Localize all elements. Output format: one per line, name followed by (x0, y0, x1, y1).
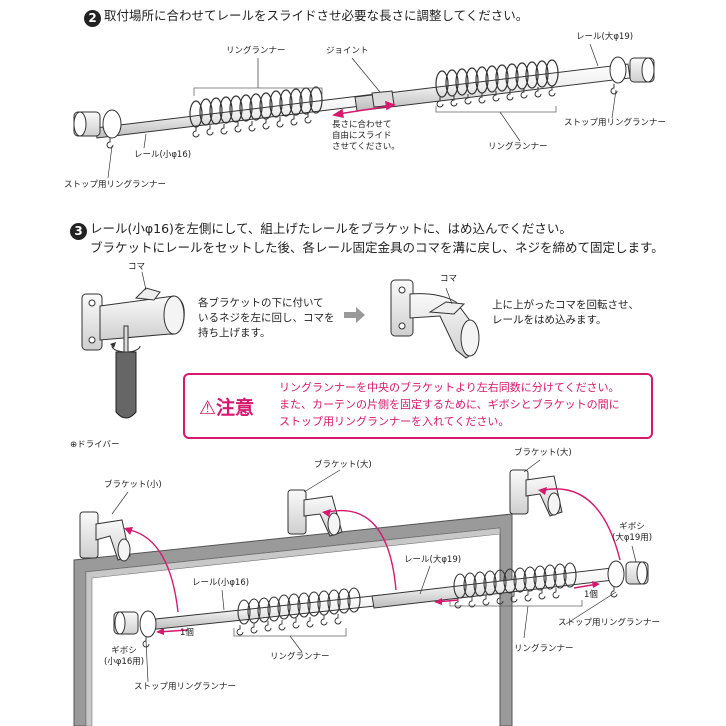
label-rail-small: レール(小φ16) (134, 150, 192, 160)
label-koma-1: コマ (128, 262, 146, 272)
bracket-desc-1: 各ブラケットの下に付いて いるネジを左に回し、コマを 持ち上げます。 (198, 297, 335, 339)
label-ring-runner-bottom: リングランナー (488, 142, 548, 152)
label-driver: ⊕ドライバー (70, 440, 120, 450)
label-install-rail-small: レール(小φ16) (192, 578, 250, 588)
label-koma-2: コマ (440, 274, 458, 284)
label-install-rail-large: レール(大φ19) (404, 555, 462, 565)
label-joint: ジョイント (326, 46, 369, 56)
step2-number: 2 (84, 10, 101, 27)
label-stop-ring-right: ストップ用リングランナー (564, 118, 667, 128)
label-giboshi-small: ギボシ (小φ16用) (104, 646, 145, 667)
label-rail-large: レール(大φ19) (576, 32, 634, 42)
label-giboshi-large: ギボシ (大φ19用) (612, 522, 653, 543)
step3-number: 3 (70, 223, 87, 240)
label-bracket-large-right: ブラケット(大) (514, 448, 572, 458)
label-install-ring-right: リングランナー (514, 644, 574, 654)
label-stop-ring-left: ストップ用リングランナー (64, 180, 167, 190)
label-bracket-large-mid: ブラケット(大) (314, 460, 372, 470)
step2-rail-assembly (73, 43, 655, 179)
installation-illustration (73, 459, 649, 726)
bracket-desc-2: 上に上がったコマを回転させ、 レールをはめ込みます。 (492, 299, 639, 326)
label-install-ring-left: リングランナー (270, 652, 330, 662)
step3-line1: レール(小φ16)を左側にして、組上げたレールをブラケットに、はめ込んでください… (90, 221, 572, 236)
label-bracket-small: ブラケット(小) (104, 480, 162, 490)
label-ring-runner-top: リングランナー (226, 46, 286, 56)
label-one-right: 1個 (584, 590, 598, 600)
label-slide-note: 長さに合わせて 自由にスライド させてください。 (332, 120, 400, 152)
bracket-detail-illustration (81, 271, 480, 419)
label-install-stop-left: ストップ用リングランナー (134, 682, 237, 692)
caution-text: リングランナーを中央のブラケットより左右同数に分けてください。 また、カーテンの… (279, 381, 620, 428)
caution-title: ⚠注意 (199, 397, 255, 419)
label-install-stop-right: ストップ用リングランナー (558, 618, 661, 628)
step2-text: 取付場所に合わせてレールをスライドさせ必要な長さに調整してください。 (104, 8, 529, 23)
step3-line2: ブラケットにレールをセットした後、各レール固定金具のコマを溝に戻し、ネジを締めて… (90, 240, 664, 255)
caution-box: ⚠注意 リングランナーを中央のブラケットより左右同数に分けてください。 また、カ… (183, 373, 653, 439)
label-one-left: 1個 (180, 628, 194, 638)
